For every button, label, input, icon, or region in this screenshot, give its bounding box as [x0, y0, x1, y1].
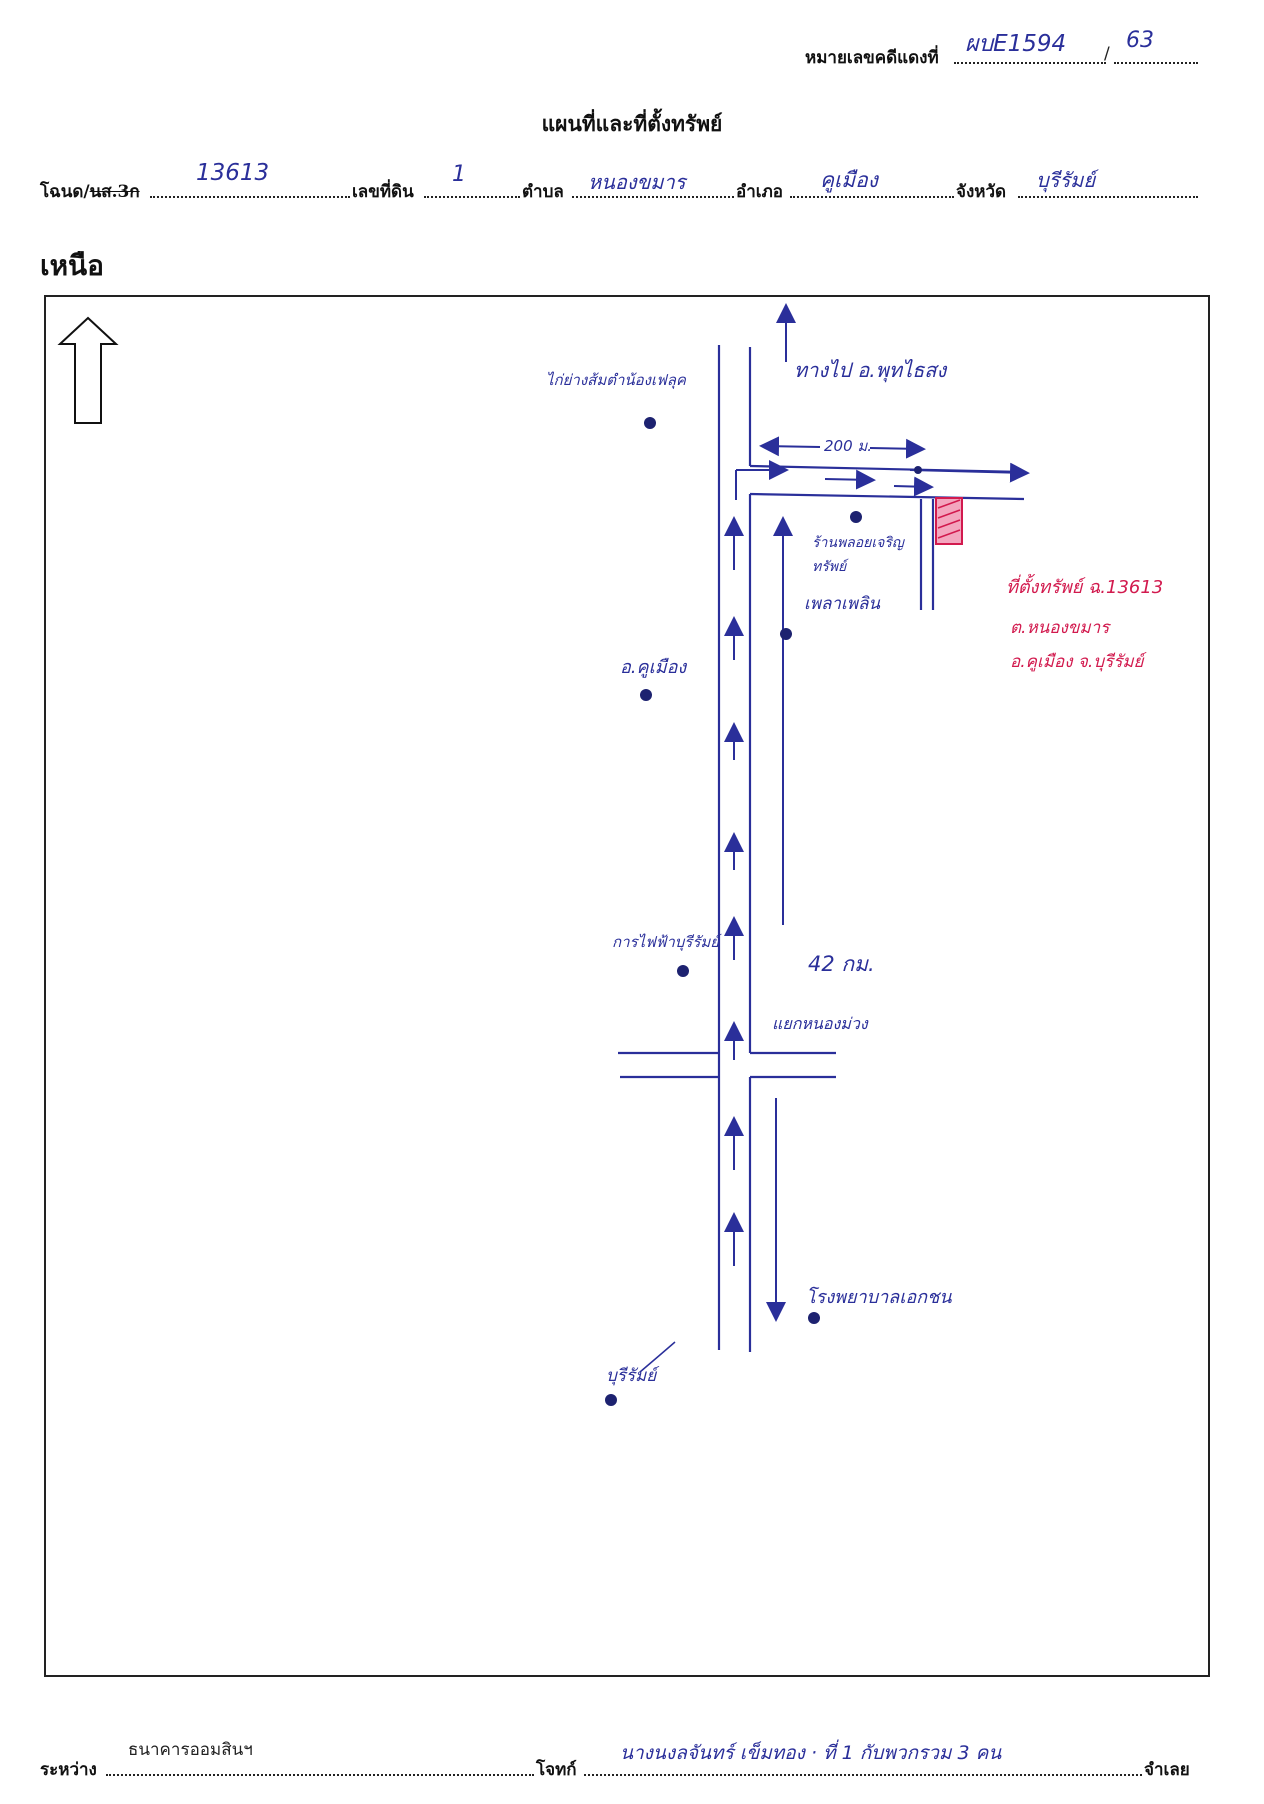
direction-arrow-side-road-2 [893, 476, 934, 497]
district: คูเมือง [820, 168, 878, 192]
plaintiff-line [106, 1774, 534, 1776]
power-office-dot [677, 965, 689, 977]
subdistrict-label: ตำบล [522, 182, 564, 202]
city-label: บุรีรัมย์ [606, 1366, 657, 1386]
red-case-year: 63 [1126, 28, 1154, 53]
deed-number: 13613 [196, 160, 270, 186]
property-hatch-line [937, 529, 961, 539]
hospital-label: โรงพยาบาลเอกชน [806, 1287, 952, 1308]
land-no-label: เลขที่ดิน [352, 182, 414, 202]
distance-200-label: 200 ม. [824, 437, 873, 455]
property-hatch-line [937, 519, 961, 529]
between-label: ระหว่าง [40, 1760, 97, 1780]
north-arrow-icon [57, 316, 119, 424]
direction-arrow-east [909, 462, 1030, 483]
to-phutthaisong-label: ทางไป อ.พุทไธสง [794, 358, 947, 382]
city-leader-line [639, 1341, 676, 1373]
distance-42-label: 42 กม. [808, 952, 875, 976]
property-label-line2: ต.หนองขมาร [1010, 618, 1110, 638]
province-label: จังหวัด [956, 182, 1007, 202]
shop-label-2: ทรัพย์ [812, 559, 847, 575]
restaurant-label: ไก่ย่างส้มตำน้องเฟลุค [546, 371, 686, 389]
district-office-dot [640, 689, 652, 701]
side-road-south-edge [749, 492, 1025, 501]
defendant-name: นางนงลจันทร์ เข็มทอง · ที่ 1 กับพวกรวม 3… [620, 1742, 1002, 1764]
property-label-line1: ที่ตั้งทรัพย์ ฉ.13613 [1006, 577, 1164, 598]
red-case-number-line [954, 62, 1106, 64]
land-no-line [424, 196, 520, 198]
district-office-label: อ.คูเมือง [620, 657, 687, 678]
district-label: อำเภอ [736, 182, 783, 202]
city-dot [605, 1394, 617, 1406]
map-frame [44, 295, 1210, 1677]
distance-200-arrow-left [759, 436, 821, 457]
shop-dot [850, 511, 862, 523]
property-dot [914, 466, 922, 474]
district-line [790, 196, 954, 198]
defendant-label: จำเลย [1144, 1760, 1190, 1780]
property-label-line3: อ.คูเมือง จ.บุรีรัมย์ [1010, 652, 1144, 672]
red-case-number: ผบE1594 [965, 31, 1067, 57]
property-hatch-line [937, 509, 961, 519]
province-line [1018, 196, 1198, 198]
shop-label-1: ร้านพลอยเจริญ [812, 535, 904, 551]
red-case-slash: / [1104, 44, 1110, 64]
deed-number-line [150, 196, 350, 198]
red-case-year-line [1114, 62, 1198, 64]
shop-label-3: เพลาเพลิน [804, 594, 881, 614]
deed-label-text: โฉนด/ [40, 182, 90, 202]
distance-200-arrow-right [869, 438, 926, 459]
phloen-dot [780, 628, 792, 640]
restaurant-dot [644, 417, 656, 429]
subdistrict: หนองขมาร [588, 170, 686, 194]
ns3-label-struck: นส.3ก [89, 182, 140, 202]
direction-arrow-side-road-1 [824, 469, 876, 490]
plaintiff-label: โจทก์ [536, 1760, 577, 1780]
hospital-dot [808, 1312, 820, 1324]
subdistrict-line [572, 196, 734, 198]
defendant-line [584, 1774, 1142, 1776]
property-hatch-line [937, 499, 961, 509]
junction-label: แยกหนองม่วง [772, 1014, 868, 1033]
red-case-label: หมายเลขคดีแดงที่ [805, 48, 939, 68]
land-no: 1 [452, 162, 466, 187]
deed-label: โฉนด/นส.3ก [40, 178, 140, 205]
power-office-label: การไฟฟ้าบุรีรัมย์ [612, 933, 720, 951]
north-label: เหนือ [40, 249, 104, 282]
province: บุรีรัมย์ [1036, 168, 1096, 192]
page-title: แผนที่และที่ตั้งทรัพย์ [541, 111, 723, 136]
plaintiff-name: ธนาคารออมสินฯ [128, 1740, 253, 1760]
